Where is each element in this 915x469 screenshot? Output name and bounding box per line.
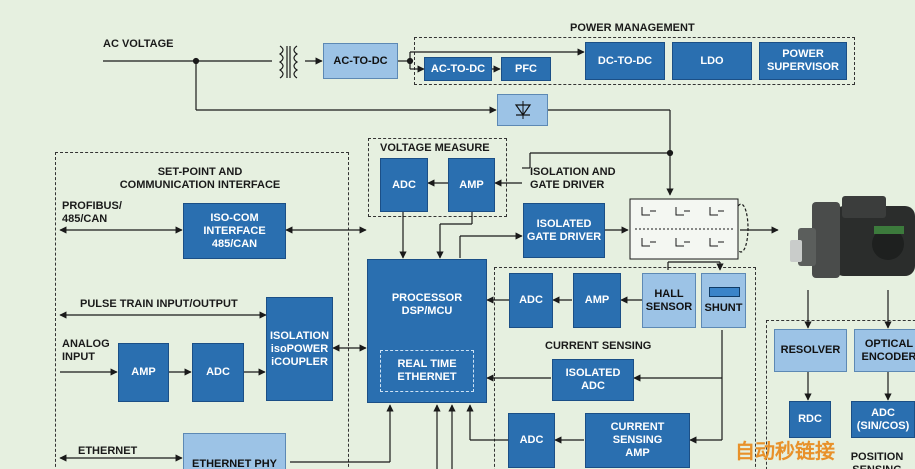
analog-input-label: ANALOG INPUT: [62, 338, 110, 363]
iso-com-interface-block: ISO-COM INTERFACE 485/CAN: [183, 203, 286, 259]
motor-icon: [790, 196, 915, 278]
watermark-text: 自动秒链接: [735, 439, 835, 463]
power-management-label: POWER MANAGEMENT: [570, 22, 695, 34]
rectifier-block: [497, 94, 548, 126]
setpoint-interface-region: [55, 152, 349, 469]
ac-to-dc-block: AC-TO-DC: [424, 57, 492, 81]
current-sensing-amp-top-block: AMP: [573, 273, 621, 328]
pfc-block: PFC: [501, 57, 551, 81]
isolation-coupler-block: ISOLATION isoPOWER iCOUPLER: [266, 297, 333, 401]
isolated-adc-block: ISOLATED ADC: [552, 359, 634, 401]
voltage-measure-label: VOLTAGE MEASURE: [380, 142, 490, 154]
current-sensing-adc-top-block: ADC: [509, 273, 553, 328]
ac-to-dc-main-block: AC-TO-DC: [323, 43, 398, 79]
real-time-ethernet-block: REAL TIME ETHERNET: [380, 350, 474, 392]
setpoint-interface-label: SET-POINT AND COMMUNICATION INTERFACE: [119, 166, 281, 191]
shunt-block: SHUNT: [701, 273, 746, 328]
ethernet-label: ETHERNET: [78, 445, 138, 457]
position-sensing-label: POSITION SENSING: [850, 451, 904, 469]
hall-sensor-block: HALL SENSOR: [642, 273, 696, 328]
current-sensing-adc-bottom-block: ADC: [508, 413, 555, 468]
current-sensing-amp-block: CURRENT SENSING AMP: [585, 413, 690, 468]
shunt-resistor-icon: [709, 287, 740, 297]
rdc-block: RDC: [789, 401, 831, 438]
voltage-measure-amp-block: AMP: [448, 158, 495, 212]
resolver-block: RESOLVER: [774, 329, 847, 372]
shunt-label: SHUNT: [704, 302, 743, 314]
analog-amp-block: AMP: [118, 343, 169, 402]
analog-adc-block: ADC: [192, 343, 244, 402]
power-management-region: [414, 37, 855, 85]
voltage-measure-adc-block: ADC: [380, 158, 428, 212]
ac-voltage-label: AC VOLTAGE: [103, 38, 174, 50]
voltage-measure-region: [368, 138, 507, 217]
adc-sincos-block: ADC (SIN/COS): [851, 401, 915, 438]
profibus-label: PROFIBUS/ 485/CAN: [62, 200, 122, 225]
position-sensing-region: [766, 320, 915, 469]
power-supervisor-block: POWER SUPERVISOR: [759, 42, 847, 80]
pulse-train-label: PULSE TRAIN INPUT/OUTPUT: [80, 298, 238, 310]
current-sensing-label: CURRENT SENSING: [545, 340, 652, 352]
ethernet-phy-block: ETHERNET PHY: [183, 433, 286, 469]
diode-icon: [514, 101, 531, 119]
optical-encoder-block: OPTICAL ENCODER: [854, 329, 915, 372]
processor-block: PROCESSOR DSP/MCU REAL TIME ETHERNET: [367, 259, 487, 403]
isolation-gate-driver-label: ISOLATION AND GATE DRIVER: [530, 166, 616, 191]
isolation-coupler-label: ISOLATION isoPOWER iCOUPLER: [269, 329, 330, 368]
ldo-block: LDO: [672, 42, 752, 80]
servo-motor-image: [784, 188, 915, 288]
current-sensing-region: [494, 267, 756, 469]
processor-label: PROCESSOR DSP/MCU: [391, 292, 463, 317]
dc-to-dc-block: DC-TO-DC: [585, 42, 665, 80]
inverter-bridge: [629, 198, 739, 260]
isolated-gate-driver-block: ISOLATED GATE DRIVER: [523, 203, 605, 258]
